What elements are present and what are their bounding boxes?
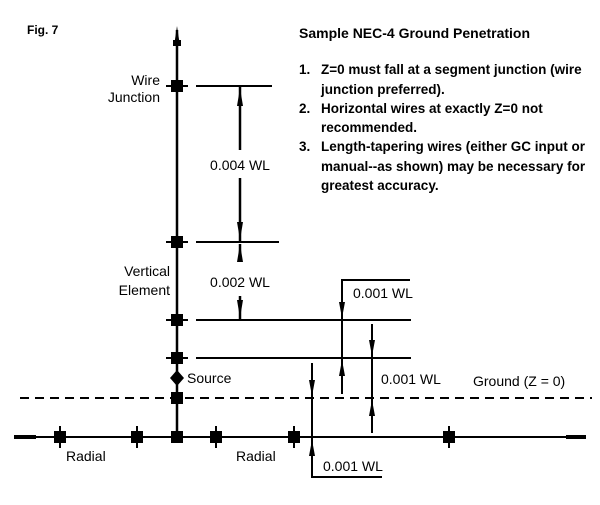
junction-marker <box>171 431 183 443</box>
radial-junctions <box>54 426 455 448</box>
notes-list: 1. Z=0 must fall at a segment junction (w… <box>299 60 599 195</box>
junction-marker <box>166 236 188 248</box>
note-text: Length-tapering wires (either GC input o… <box>321 139 586 194</box>
vertical-element-label: Vertical <box>124 263 170 279</box>
dimension-label: 0.001 WL <box>323 458 383 474</box>
notes-panel: Sample NEC-4 Ground Penetration 1. Z=0 mu… <box>299 24 599 195</box>
vertical-element-label: Element <box>119 282 170 298</box>
note-item: 2. Horizontal wires at exactly Z=0 not re… <box>299 99 599 138</box>
note-number: 1. <box>299 62 311 78</box>
dimension-small-bottom: 0.001 WL <box>309 363 383 478</box>
figure-label: Fig. 7 <box>27 23 59 37</box>
junction-marker <box>166 352 188 364</box>
dimension-arrow-icon <box>339 360 345 376</box>
dimension-arrow-icon <box>309 380 315 396</box>
dimension-middle: 0.002 WL <box>210 244 270 320</box>
wire-junction-label: Junction <box>108 89 160 105</box>
dimension-arrow-icon <box>237 88 243 106</box>
dimension-arrow-icon <box>237 300 243 318</box>
junction-marker <box>131 426 143 448</box>
note-text: Z=0 must fall at a segment junction (wir… <box>321 62 582 97</box>
junction-marker <box>54 426 66 448</box>
dimension-arrow-icon <box>369 400 375 416</box>
junction-marker <box>166 80 188 92</box>
junction-marker <box>443 426 455 448</box>
wire-junction-label: Wire <box>131 72 160 88</box>
dimension-arrow-icon <box>339 302 345 318</box>
source-label: Source <box>187 370 232 386</box>
dimension-arrow-icon <box>237 222 243 240</box>
ground-label: Ground (Z = 0) <box>473 373 565 389</box>
dimension-arrow-icon <box>309 440 315 456</box>
note-text: Horizontal wires at exactly Z=0 not reco… <box>321 100 543 136</box>
note-number: 3. <box>299 139 311 155</box>
radial-right-label: Radial <box>236 448 276 464</box>
radial-right-end-icon <box>566 435 586 439</box>
dimension-small-middle: 0.001 WL <box>369 324 441 433</box>
junction-marker <box>288 426 300 448</box>
dimension-upper: 0.004 WL <box>210 86 270 242</box>
dimension-label: 0.004 WL <box>210 157 270 173</box>
radial-left-label: Radial <box>66 448 106 464</box>
junction-marker <box>210 426 222 448</box>
note-item: 1. Z=0 must fall at a segment junction (w… <box>299 60 599 99</box>
note-item: 3. Length-tapering wires (either GC input… <box>299 137 599 195</box>
junction-marker <box>171 392 183 404</box>
dimension-arrow-icon <box>237 244 243 262</box>
dimension-label: 0.001 WL <box>381 371 441 387</box>
vertical-element <box>173 26 181 437</box>
dimension-small-top: 0.001 WL <box>339 279 413 394</box>
dimension-label: 0.001 WL <box>353 285 413 301</box>
extension-lines <box>196 85 411 359</box>
radial-left-end-icon <box>14 435 36 439</box>
dimension-label: 0.002 WL <box>210 274 270 290</box>
note-number: 2. <box>299 100 311 116</box>
junction-marker <box>166 314 188 326</box>
source-diamond-icon <box>170 370 184 386</box>
vertical-junctions <box>166 80 188 443</box>
dimension-arrow-icon <box>369 340 375 356</box>
diagram-title: Sample NEC-4 Ground Penetration <box>299 25 531 41</box>
